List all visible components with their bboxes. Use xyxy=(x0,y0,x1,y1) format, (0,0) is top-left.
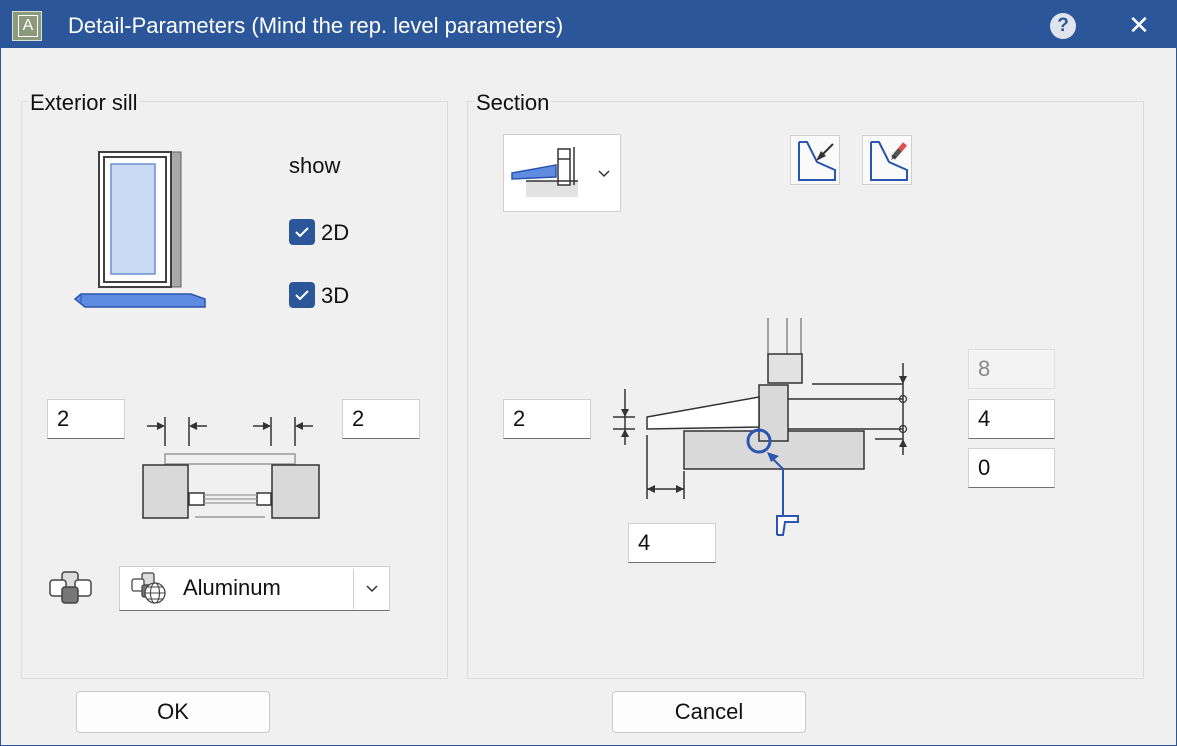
chevron-down-icon xyxy=(598,170,610,178)
section-right-value-3-input[interactable]: 0 xyxy=(968,448,1055,488)
sill-plan-diagram-icon xyxy=(142,417,320,519)
section-type-dropdown[interactable] xyxy=(503,134,621,212)
show-3d-checkbox[interactable] xyxy=(289,282,315,308)
section-right-value-1-input[interactable]: 8 xyxy=(968,349,1055,389)
show-label: show xyxy=(289,153,341,178)
show-2d-label: 2D xyxy=(321,220,350,245)
sill-section-type-icon xyxy=(511,147,578,197)
chevron-down-icon xyxy=(366,585,378,593)
exterior-sill-group-label: Exterior sill xyxy=(28,90,140,116)
cancel-button[interactable]: Cancel xyxy=(612,691,806,733)
material-dropdown-arrow[interactable] xyxy=(353,569,390,609)
show-2d-checkbox[interactable] xyxy=(289,219,315,245)
section-group-label: Section xyxy=(474,90,552,116)
pick-profile-icon xyxy=(798,141,836,181)
sill-left-offset-input[interactable]: 2 xyxy=(47,399,125,439)
app-icon: A xyxy=(12,11,42,41)
ok-button[interactable]: OK xyxy=(76,691,270,733)
material-dropdown[interactable]: Aluminum xyxy=(119,566,390,611)
section-left-offset-input[interactable]: 2 xyxy=(503,399,591,439)
exterior-sill-group xyxy=(21,101,448,679)
edit-profile-button[interactable] xyxy=(862,135,912,185)
pick-profile-button[interactable] xyxy=(790,135,840,185)
material-globe-icon xyxy=(131,572,166,604)
section-detail-diagram-icon xyxy=(613,318,908,536)
help-button[interactable]: ? xyxy=(1050,13,1076,39)
window-sill-preview-icon xyxy=(73,151,206,308)
sill-right-offset-input[interactable]: 2 xyxy=(342,399,420,439)
edit-profile-icon xyxy=(870,141,908,181)
section-group xyxy=(467,101,1144,679)
checkmark-icon xyxy=(295,290,309,301)
window-title: Detail-Parameters (Mind the rep. level p… xyxy=(68,13,564,38)
material-value: Aluminum xyxy=(183,575,281,600)
title-bar[interactable]: A Detail-Parameters (Mind the rep. level… xyxy=(1,1,1176,48)
section-bottom-offset-input[interactable]: 4 xyxy=(628,523,716,563)
close-button[interactable]: ✕ xyxy=(1128,10,1150,40)
show-3d-label: 3D xyxy=(321,283,350,308)
material-icon xyxy=(49,571,92,604)
checkmark-icon xyxy=(295,227,309,238)
section-right-value-2-input[interactable]: 4 xyxy=(968,399,1055,439)
